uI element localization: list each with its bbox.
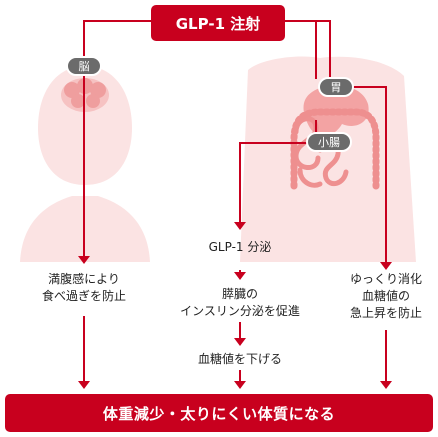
left-effect-line: 満腹感により: [48, 272, 120, 286]
brain-label: 脳: [66, 56, 102, 76]
torso-silhouette: [240, 56, 416, 262]
arrow-down-icon: [234, 272, 246, 280]
center-step-blood-sugar: 血糖値を下げる: [197, 352, 282, 366]
center-step-secretion: GLP-1 分泌: [208, 240, 272, 254]
small-intestine-label: 小腸: [306, 132, 352, 152]
stomach-label: 胃: [318, 77, 354, 97]
glp1-injection-label: GLP-1 注射: [151, 5, 285, 41]
arrowheads: [78, 222, 392, 389]
arrow-down-icon: [234, 222, 246, 230]
right-effect-line: 急上昇を防止: [349, 306, 422, 320]
right-effect-text: ゆっくり消化 血糖値の 急上昇を防止: [336, 271, 436, 322]
brain-icon: [61, 78, 109, 112]
left-effect-line: 食べ過ぎを防止: [41, 289, 126, 303]
large-intestine-icon: [290, 108, 380, 190]
center-step-line: インスリン分泌を促進: [180, 304, 300, 318]
arrow-down-icon: [234, 381, 246, 389]
right-effect-line: 血糖値の: [361, 289, 410, 303]
right-effect-line: ゆっくり消化: [349, 272, 422, 286]
arrow-down-icon: [234, 338, 246, 346]
arrow-down-icon: [78, 381, 90, 389]
connector-lines: [83, 20, 387, 381]
arrow-down-icon: [380, 381, 392, 389]
center-step-insulin: 膵臓の インスリン分泌を促進: [166, 286, 314, 320]
result-banner: 体重減少・太りにくい体質になる: [5, 394, 433, 432]
arrow-down-icon: [78, 256, 90, 264]
arrow-down-icon: [380, 262, 392, 270]
left-effect-text: 満腹感により 食べ過ぎを防止: [26, 271, 142, 305]
center-step-line: 膵臓の: [221, 287, 258, 301]
